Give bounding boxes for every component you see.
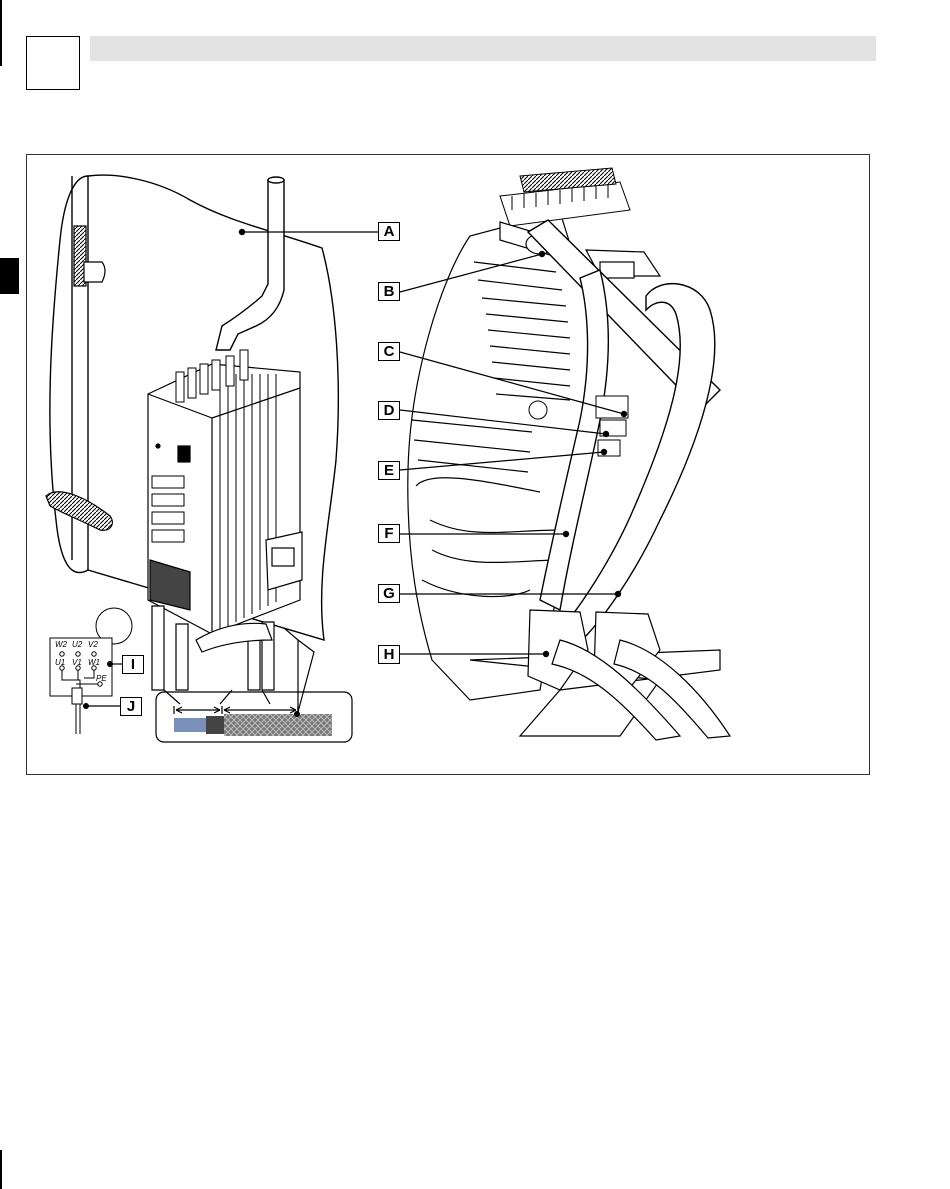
terminal-label-w1: W1	[88, 658, 100, 667]
closeup-top-connector	[500, 168, 630, 226]
stripped-cable-detail	[156, 690, 352, 742]
terminal-label-v2: V2	[88, 640, 98, 649]
terminal-label-pe: PE	[96, 674, 107, 683]
callout-f: F	[378, 524, 400, 543]
callout-e: E	[378, 461, 400, 480]
terminal-label-v1: V1	[72, 658, 82, 667]
callout-a: A	[378, 222, 400, 241]
inverter-unit	[148, 350, 302, 634]
callout-j: J	[120, 697, 142, 716]
callout-h: H	[378, 645, 400, 664]
callout-b: B	[378, 282, 400, 301]
callout-g: G	[378, 584, 400, 603]
callout-c: C	[378, 342, 400, 361]
terminal-label-u1: U1	[55, 658, 65, 667]
callout-d: D	[378, 401, 400, 420]
callout-i: I	[122, 655, 144, 674]
terminal-label-u2: U2	[72, 640, 82, 649]
terminal-label-w2: W2	[55, 640, 67, 649]
